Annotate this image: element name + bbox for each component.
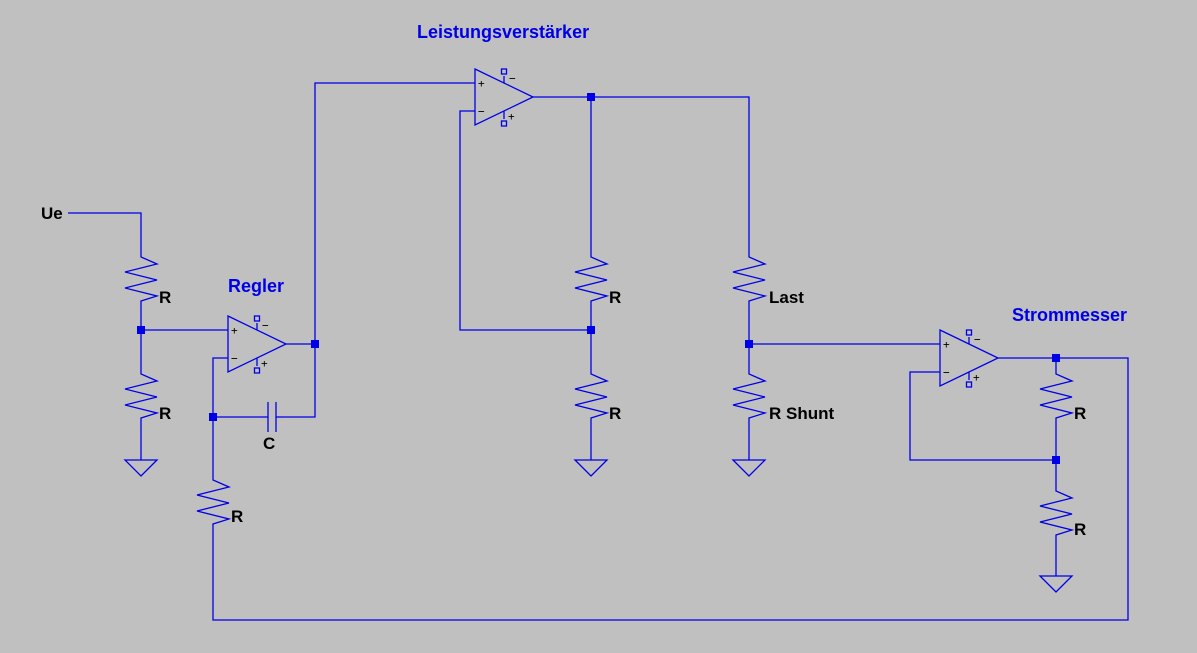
opamp-minus-sign: −: [943, 366, 950, 379]
label-r-input-bottom: R: [159, 404, 171, 423]
wires: [68, 82, 1129, 621]
opamp-plus-sign: +: [478, 77, 485, 90]
supply-minus-sign: −: [974, 333, 981, 346]
opamp-current-meter: + − − +: [939, 328, 1000, 388]
supply-minus-sign: −: [509, 72, 516, 85]
junction-dot: [587, 93, 595, 101]
ground-symbol: [731, 459, 767, 477]
resistor-amp-top: [574, 250, 610, 308]
junctions: [137, 93, 1060, 464]
ground-symbol: [123, 459, 159, 477]
ground-symbol: [1038, 575, 1074, 593]
label-r-meter-top: R: [1074, 404, 1086, 423]
opamp-minus-sign: −: [478, 105, 485, 118]
supply-plus-sign: +: [508, 110, 515, 123]
resistor-shunt: [732, 367, 768, 425]
junction-dot: [745, 340, 753, 348]
opamp-power-amplifier: + − − +: [474, 67, 535, 127]
supply-plus-sign: +: [261, 357, 268, 370]
label-r-controller-feedback: R: [231, 507, 243, 526]
resistor-amp-bottom: [574, 367, 610, 425]
opamp-plus-sign: +: [943, 338, 950, 351]
supply-plus-sign: +: [973, 371, 980, 384]
capacitor: [262, 402, 282, 432]
input-label: Ue: [41, 204, 63, 223]
opamp-minus-sign: −: [231, 352, 238, 365]
label-r-amp-bottom: R: [609, 404, 621, 423]
junction-dot: [209, 413, 217, 421]
resistor-meter-top: [1039, 367, 1075, 425]
title-controller: Regler: [228, 276, 284, 296]
title-current-meter: Strommesser: [1012, 305, 1127, 325]
resistor-load: [732, 250, 768, 308]
wire-power-amp-feedback: [459, 110, 591, 331]
resistors: [124, 250, 1075, 542]
wire-controller-minus: [212, 357, 262, 418]
grounds: [123, 459, 1074, 593]
label-r-input-top: R: [159, 288, 171, 307]
resistor-input-bottom: [124, 367, 160, 425]
junction-dot: [137, 326, 145, 334]
wire-feedback-return: [212, 357, 1129, 621]
junction-dot: [1052, 354, 1060, 362]
junction-dot: [1052, 456, 1060, 464]
wire-input: [68, 212, 142, 250]
wire-power-amp-out: [533, 96, 750, 250]
label-r-amp-top: R: [609, 288, 621, 307]
opamp-controller: + − − +: [227, 314, 288, 374]
label-r-meter-bottom: R: [1074, 520, 1086, 539]
label-capacitor: C: [263, 434, 275, 453]
resistor-meter-bottom: [1039, 484, 1075, 542]
wire-controller-out: [282, 343, 316, 418]
wire-meter-out: [998, 357, 1057, 367]
resistor-controller-feedback: [196, 473, 232, 531]
junction-dot: [311, 340, 319, 348]
opamp-plus-sign: +: [231, 324, 238, 337]
wire-to-power-amp: [314, 82, 475, 344]
ground-symbol: [573, 459, 609, 477]
label-shunt: R Shunt: [769, 404, 834, 423]
junction-dot: [587, 326, 595, 334]
title-power-amplifier: Leistungsverstärker: [417, 22, 589, 42]
wire-meter-feedback: [909, 371, 1056, 461]
label-load: Last: [769, 288, 804, 307]
resistor-input-top: [124, 250, 160, 308]
supply-minus-sign: −: [262, 319, 269, 332]
